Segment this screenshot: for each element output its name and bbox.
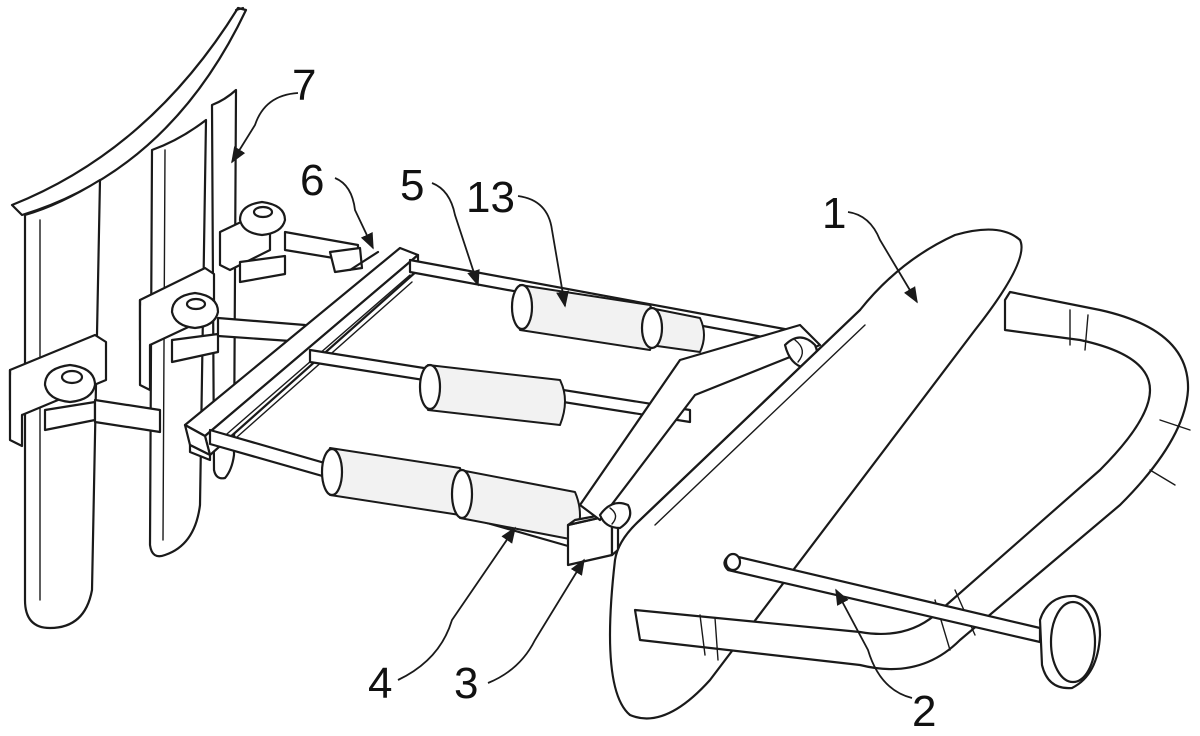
oval-plate	[608, 228, 1023, 720]
callout-6: 6	[300, 156, 324, 205]
leader-lines	[231, 92, 918, 699]
callout-4: 4	[368, 659, 392, 708]
callout-1: 1	[822, 189, 846, 238]
callout-3: 3	[454, 659, 478, 708]
push-rod	[723, 552, 1102, 690]
cylinder-bottom	[320, 447, 581, 541]
callout-2: 2	[912, 687, 936, 736]
callout-5: 5	[400, 161, 424, 210]
hinge-bracket-upper	[218, 200, 287, 284]
cylinder-top	[510, 283, 705, 353]
callout-7: 7	[292, 61, 316, 110]
hinge-bracket-lower	[8, 333, 108, 448]
hinge-bracket-middle	[138, 266, 220, 392]
cylinder-middle	[418, 363, 566, 426]
callout-13: 13	[466, 173, 515, 222]
spring-support	[578, 323, 822, 530]
bracket-arms	[93, 230, 364, 434]
